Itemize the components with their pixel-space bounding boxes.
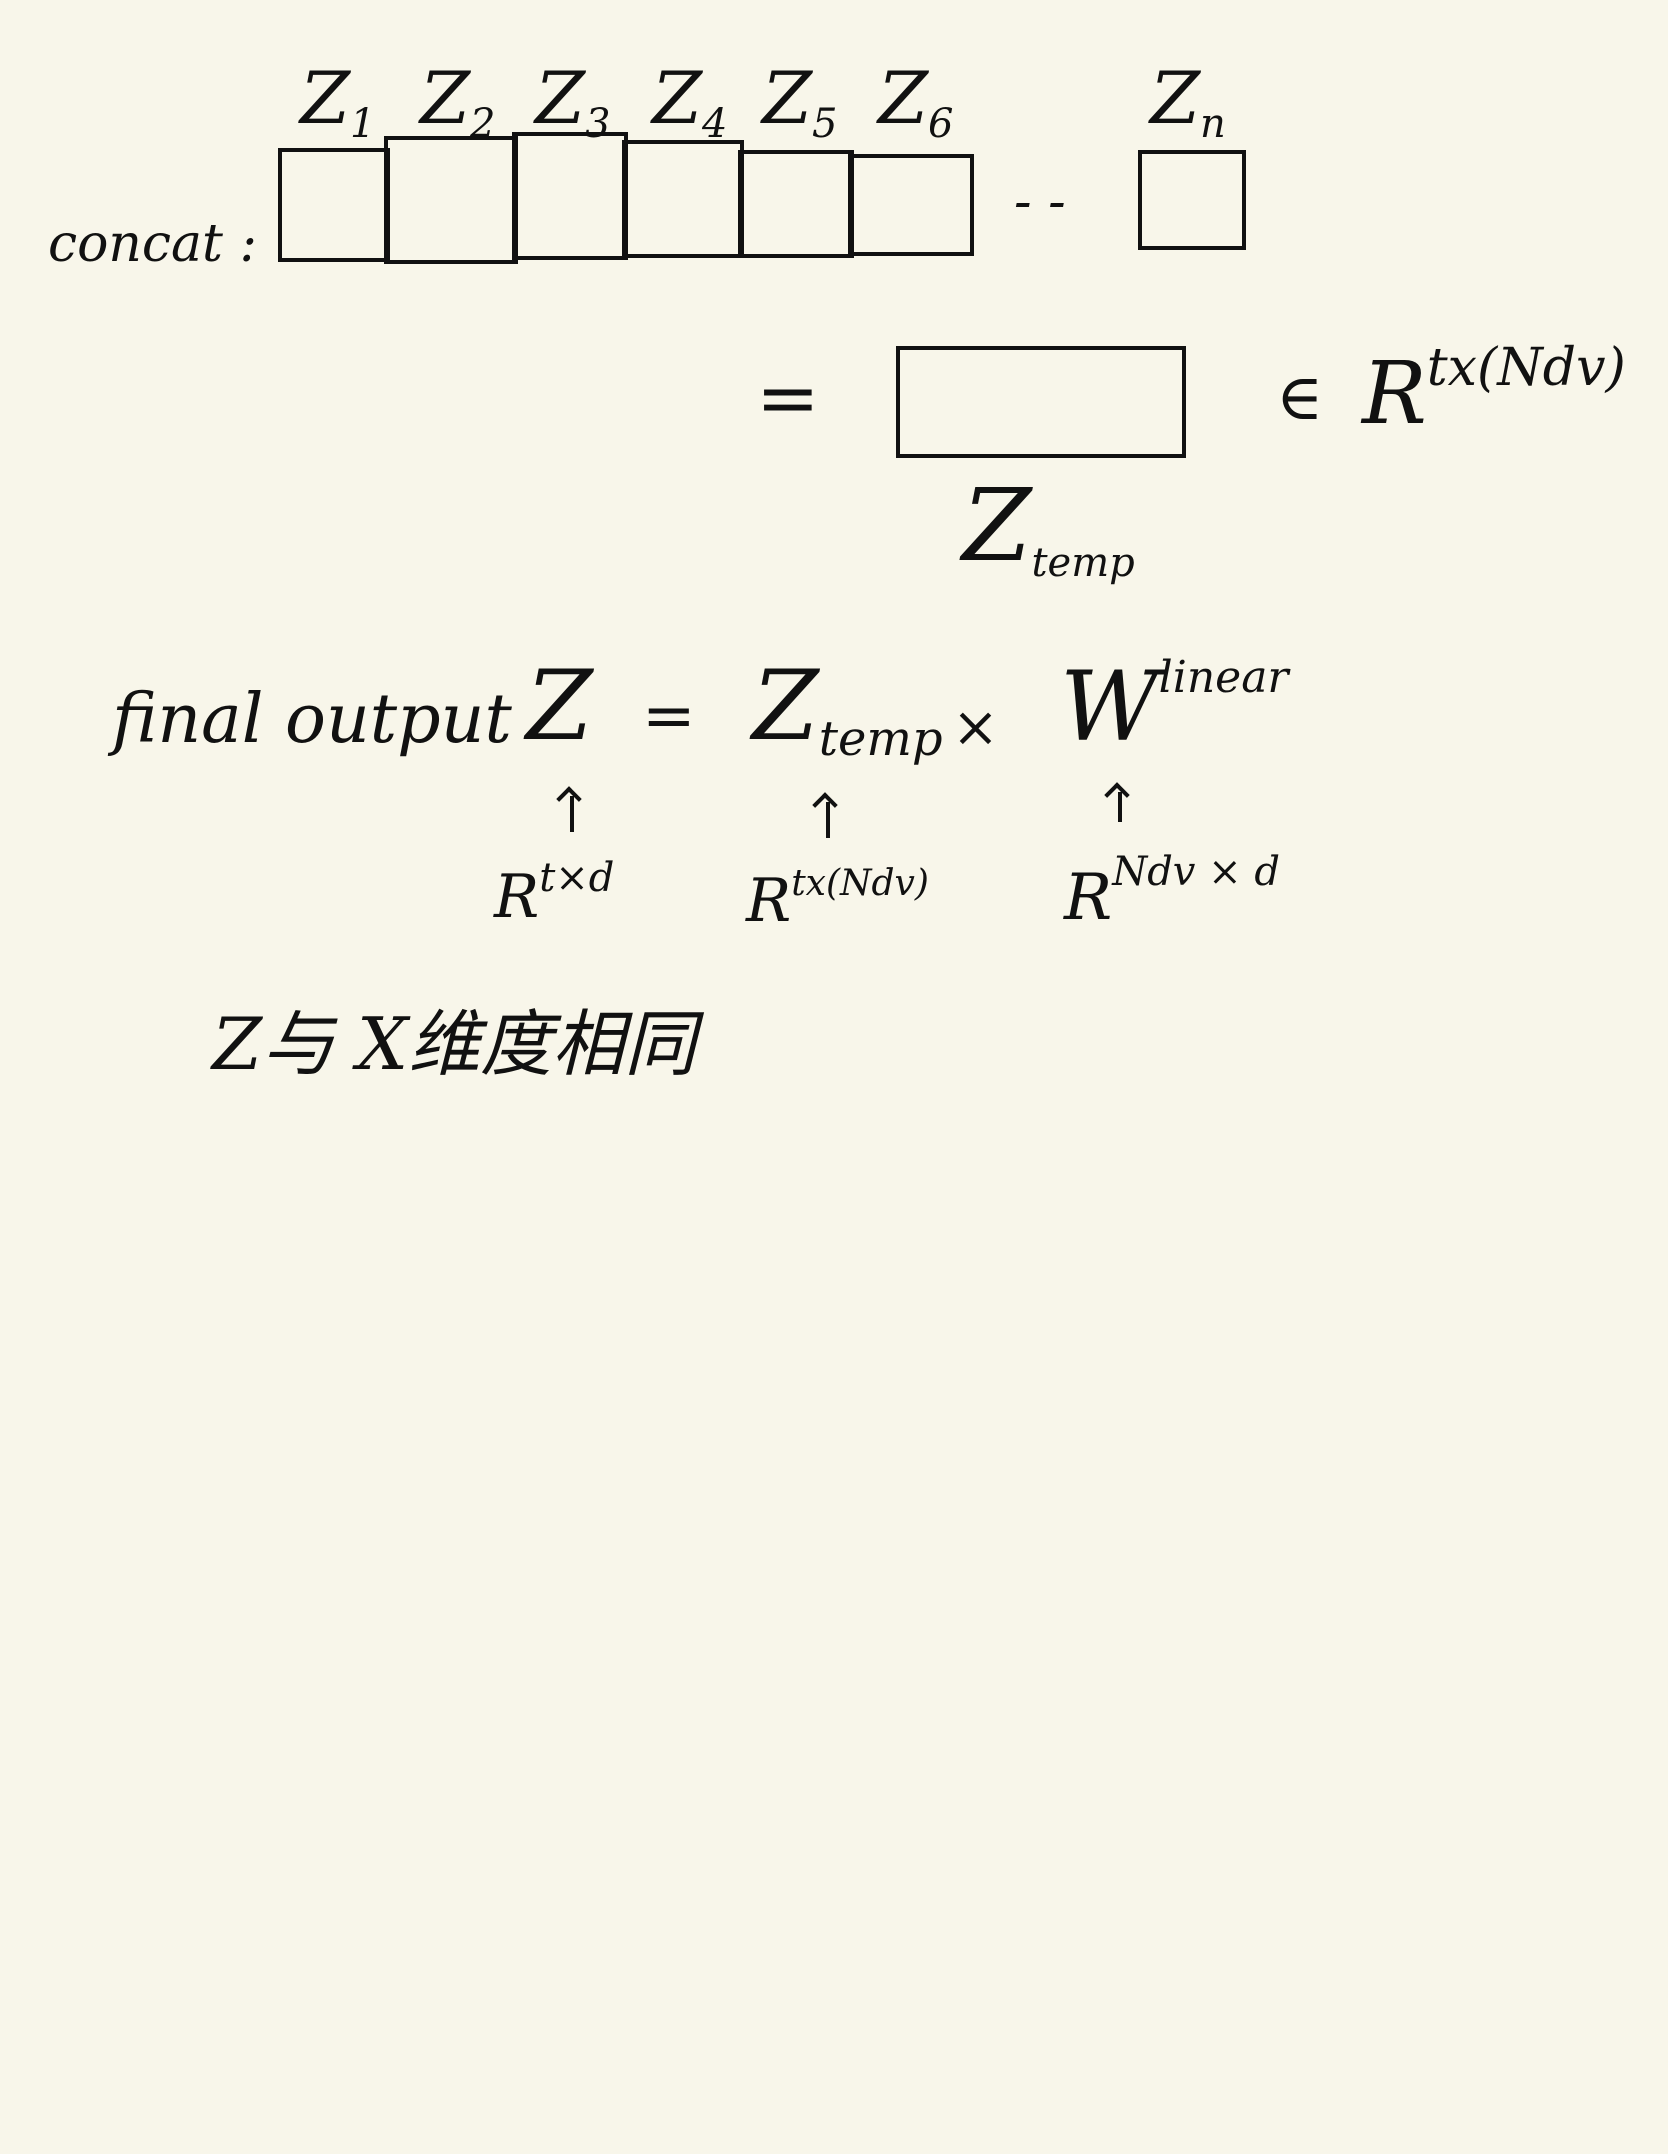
block-z4 bbox=[622, 140, 744, 258]
block-z6 bbox=[848, 154, 974, 256]
final-ztemp: Ztemp bbox=[752, 650, 943, 767]
zn-label: Zn bbox=[1150, 56, 1226, 147]
concat-label: concat : bbox=[48, 214, 257, 274]
z6-label: Z6 bbox=[878, 56, 954, 147]
arrow-up-icon bbox=[570, 796, 574, 832]
w-linear: Wlinear bbox=[1060, 651, 1289, 763]
z-dimension: Rt×d bbox=[494, 855, 615, 932]
block-z2 bbox=[384, 136, 518, 264]
ztemp-block bbox=[896, 346, 1186, 458]
block-z5 bbox=[738, 150, 854, 258]
arrow-up-icon bbox=[1118, 792, 1122, 822]
z5-label: Z5 bbox=[762, 56, 838, 147]
final-output-label: final output bbox=[112, 680, 512, 759]
final-equals: = bbox=[642, 679, 696, 753]
ztemp-dimension: Rtx(Ndv) bbox=[1362, 338, 1626, 444]
arrow-up-icon bbox=[826, 802, 830, 838]
ellipsis: - - bbox=[1014, 172, 1066, 232]
times-sign: × bbox=[952, 695, 999, 760]
ztemp-dimension-under: Rtx(Ndv) bbox=[746, 863, 929, 936]
z1-label: Z1 bbox=[300, 56, 376, 147]
dimension-note: Z与 X维度相同 bbox=[212, 1002, 697, 1086]
z4-label: Z4 bbox=[652, 56, 728, 147]
z2-label: Z2 bbox=[420, 56, 496, 147]
block-zn bbox=[1138, 150, 1246, 250]
ztemp-label: Ztemp bbox=[962, 467, 1135, 586]
z3-label: Z3 bbox=[535, 56, 611, 147]
equals-sign: = bbox=[756, 353, 820, 442]
element-of-symbol: ∈ bbox=[1276, 361, 1324, 435]
final-z: Z bbox=[526, 650, 593, 762]
w-dimension: RNdv × d bbox=[1064, 849, 1280, 935]
block-z3 bbox=[512, 132, 628, 260]
block-z1 bbox=[278, 148, 390, 262]
